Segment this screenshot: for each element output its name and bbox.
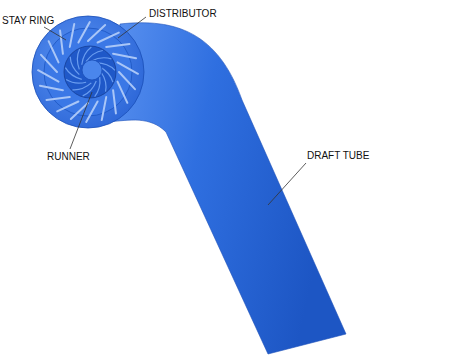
guide-vane — [117, 62, 137, 73]
guide-vane — [86, 101, 97, 121]
guide-vane — [60, 31, 63, 54]
runner-blade — [83, 81, 97, 96]
part-label: DISTRIBUTOR — [149, 8, 217, 20]
leader-line — [268, 163, 306, 205]
guide-vane — [71, 103, 88, 119]
guide-vane — [78, 22, 89, 42]
guide-vane — [40, 86, 63, 90]
runner-blade — [77, 49, 79, 69]
guide-vanes — [38, 22, 138, 122]
guide-vane — [47, 97, 70, 100]
part-label: RUNNER — [47, 151, 90, 163]
runner-shape — [64, 46, 116, 98]
guide-vane — [49, 41, 59, 62]
runner-blade — [66, 80, 86, 84]
guide-vane — [38, 70, 58, 81]
part-label: STAY RING — [2, 15, 54, 27]
guide-vane — [106, 44, 129, 47]
guide-vane — [88, 25, 105, 41]
leader-line — [70, 92, 92, 149]
guide-vane — [113, 90, 116, 113]
runner-blades — [65, 47, 115, 97]
guide-vane — [98, 33, 119, 43]
guide-vane — [102, 97, 106, 120]
runner-blade — [65, 68, 81, 80]
guide-vane — [57, 101, 78, 111]
guide-vane — [117, 82, 127, 103]
leader-line — [44, 27, 66, 40]
guide-vane — [113, 54, 136, 58]
part-label: DRAFT TUBE — [307, 150, 369, 162]
leader-line — [118, 17, 146, 38]
guide-vane — [70, 24, 74, 47]
leader-lines — [44, 17, 306, 205]
guide-vane — [41, 55, 57, 72]
runner-blade — [95, 77, 100, 96]
guide-vane — [119, 72, 135, 89]
runner-blade — [101, 72, 106, 92]
runner-blade — [72, 83, 91, 90]
stay-ring-shape — [32, 16, 144, 128]
runner-hub — [82, 60, 102, 80]
